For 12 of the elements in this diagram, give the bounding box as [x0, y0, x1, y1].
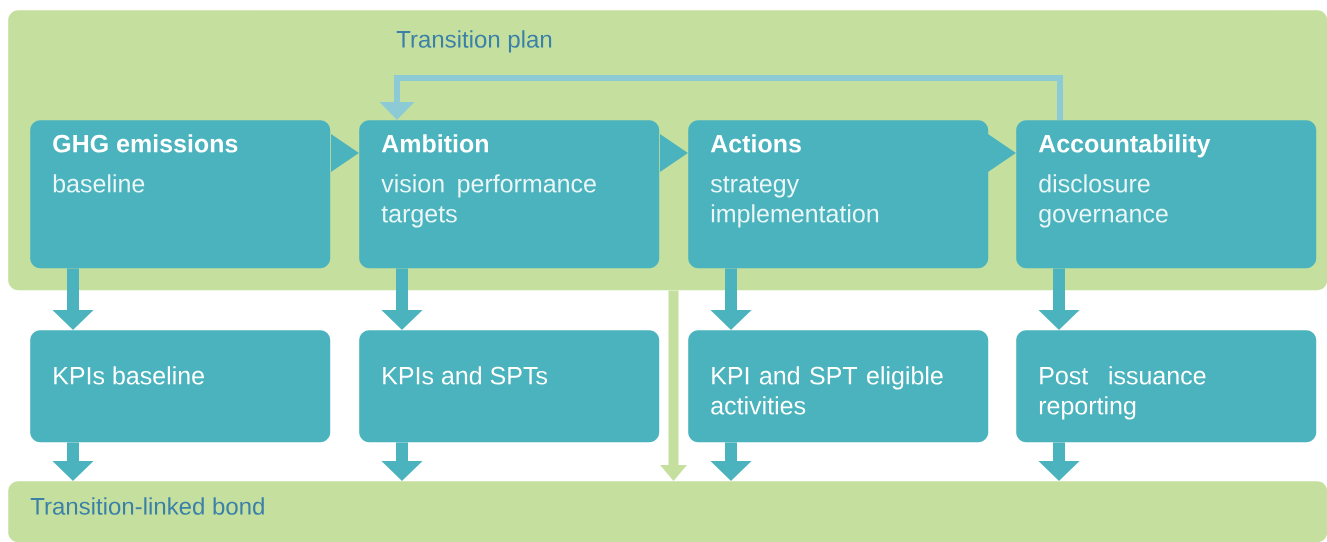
process-box: Ambition vision performance targets — [359, 120, 660, 269]
process-box: KPIs baseline — [30, 330, 331, 443]
process-box: GHG emissions baseline — [30, 120, 331, 269]
chevron-arrow — [988, 134, 1016, 172]
chevron-arrow — [659, 134, 688, 172]
band: Transition-linked bond — [8, 481, 1327, 542]
process-box: Post issuance reporting — [1016, 330, 1317, 443]
chevron-arrow — [330, 134, 359, 172]
process-box: Actions strategy implementation — [688, 120, 989, 269]
process-box: Accountability disclosure governance — [1016, 120, 1317, 269]
process-box: KPIs and SPTs — [359, 330, 660, 443]
process-box: KPI and SPT eligible activities — [688, 330, 989, 443]
